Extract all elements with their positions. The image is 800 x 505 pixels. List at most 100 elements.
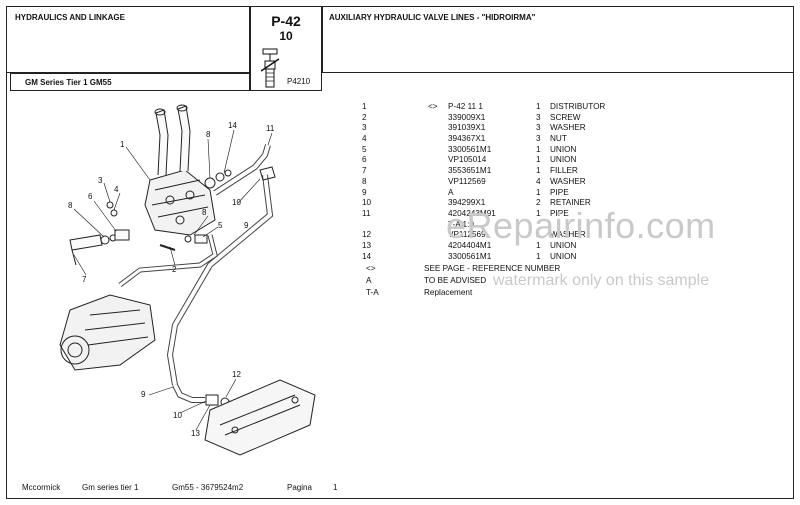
part-desc: UNION <box>550 251 577 261</box>
parts-row: T-A 1:0 <box>362 220 782 231</box>
section-title: HYDRAULICS AND LINKAGE <box>15 13 125 22</box>
part-item: 14 <box>362 251 372 261</box>
part-desc: DISTRIBUTOR <box>550 102 606 111</box>
part-desc: WASHER <box>550 123 586 133</box>
part-ref: <> <box>428 102 438 111</box>
part-desc: PIPE <box>550 187 569 197</box>
part-code: VP112569 <box>448 230 486 240</box>
part-qty: 1 <box>536 230 541 240</box>
model-box: GM Series Tier 1 GM55 <box>10 73 250 91</box>
part-qty: 1 <box>536 155 541 165</box>
parts-row: 1 <> P-42 11 1 1 DISTRIBUTOR <box>362 102 782 113</box>
part-item: 13 <box>362 240 372 250</box>
legend-key: A <box>366 276 372 285</box>
part-item: 6 <box>362 155 367 165</box>
lever-right <box>177 105 191 172</box>
callout-8a: 8 <box>206 130 211 139</box>
part-desc: NUT <box>550 134 567 144</box>
part-code: 3300561M1 <box>448 144 492 154</box>
part-qty: 4 <box>536 176 541 186</box>
callout-4: 4 <box>114 185 119 194</box>
section-header-box: HYDRAULICS AND LINKAGE <box>6 6 250 73</box>
callout-10b: 10 <box>173 411 182 420</box>
part-qty: 1 <box>536 102 541 111</box>
footer-page-num: 1 <box>333 483 338 492</box>
footer-series: Gm series tier 1 <box>82 483 139 492</box>
part-code: A <box>448 187 454 197</box>
filler <box>69 234 103 251</box>
part-desc: RETAINER <box>550 198 591 208</box>
watermark-main: eRepairinfo.com <box>446 205 716 246</box>
part-code: 391039X1 <box>448 123 486 133</box>
part-item: 8 <box>362 176 367 186</box>
part-qty: 3 <box>536 112 541 122</box>
part-desc: UNION <box>550 240 577 250</box>
valve-symbol-icon <box>260 48 280 88</box>
callout-6: 6 <box>88 192 93 201</box>
part-desc: SCREW <box>550 112 581 122</box>
footer-doc: Gm55 - 3679524m2 <box>172 483 244 492</box>
part-code: P-42 11 1 <box>448 102 483 111</box>
figure-code: P4210 <box>287 77 311 86</box>
part-qty: 2 <box>536 198 541 208</box>
part-qty: 1 <box>536 144 541 154</box>
parts-row: 9 A 1 PIPE <box>362 188 782 199</box>
callout-7: 7 <box>82 275 87 284</box>
part-item: 9 <box>362 187 367 197</box>
pump <box>59 294 156 371</box>
parts-row: 14 3300561M1 1 UNION <box>362 252 782 263</box>
legend-key: <> <box>366 264 376 273</box>
part-code: 4204243M91 <box>448 208 496 218</box>
part-desc: UNION <box>550 144 577 154</box>
legend-text: SEE PAGE - REFERENCE NUMBER <box>424 264 561 273</box>
callout-12: 12 <box>232 370 241 379</box>
callout-13: 13 <box>191 429 200 438</box>
watermark-sub: watermark only on this sample <box>493 272 710 289</box>
part-code: T-A 1:0 <box>448 219 474 229</box>
callout-9b: 9 <box>141 390 146 399</box>
distributor-body <box>144 169 216 236</box>
page-sub: 10 <box>279 29 293 43</box>
footer-brand: Mccormick <box>22 483 61 492</box>
part-item: 7 <box>362 166 367 176</box>
part-code: 394367X1 <box>448 134 486 144</box>
callout-11: 11 <box>266 124 275 133</box>
parts-row: 12 VP112569 1 WASHER <box>362 230 782 241</box>
lever-left <box>155 109 169 176</box>
part-qty: 1 <box>536 251 541 261</box>
part-code: VP112569 <box>448 176 486 186</box>
part-desc: UNION <box>550 155 577 165</box>
legend-key: T-A <box>366 288 379 297</box>
part-desc: WASHER <box>550 230 586 240</box>
part-qty: 1 <box>536 166 541 176</box>
legend-text: TO BE ADVISED <box>424 276 487 285</box>
callout-14: 14 <box>228 121 237 130</box>
part-qty: 1 <box>536 187 541 197</box>
exploded-diagram: 1 8 14 11 3 4 8 6 10 9 8 5 2 7 9 12 10 1… <box>59 104 316 456</box>
part-qty: 3 <box>536 123 541 133</box>
part-desc: PIPE <box>550 208 569 218</box>
part-item: 1 <box>362 102 367 111</box>
footer-page-label: Pagina <box>287 483 312 492</box>
part-item: 12 <box>362 230 372 240</box>
callout-2: 2 <box>172 265 177 274</box>
legend: <> SEE PAGE - REFERENCE NUMBER A TO BE ADVI… <box>362 264 782 304</box>
part-desc: FILLER <box>550 166 578 176</box>
part-qty: 1 <box>536 208 541 218</box>
part-item: 10 <box>362 198 372 208</box>
part-code: 394299X1 <box>448 198 486 208</box>
part-code: 3300561M1 <box>448 251 492 261</box>
part-item: 2 <box>362 112 367 122</box>
legend-text: Replacement <box>424 288 473 297</box>
page-title: AUXILIARY HYDRAULIC VALVE LINES - "HIDRO… <box>329 13 536 22</box>
callout-8c: 8 <box>202 208 207 217</box>
